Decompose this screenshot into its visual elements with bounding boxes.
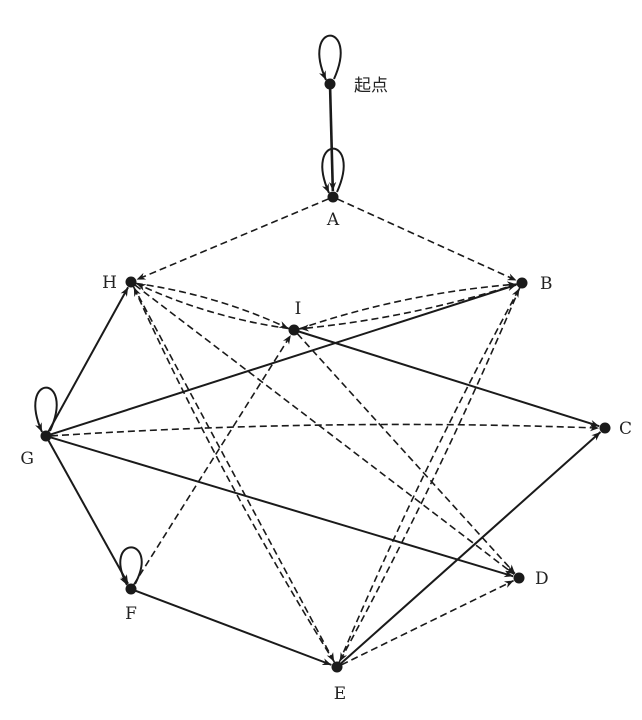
edge-H-D [134, 284, 515, 575]
node-label-H: H [102, 273, 117, 293]
node-label-G: G [20, 449, 34, 469]
node-label-F: F [125, 604, 137, 624]
edge-A-H [136, 198, 329, 281]
edge-I-C [298, 330, 600, 428]
edge-I-D [296, 333, 516, 575]
edge-F-I [132, 334, 292, 586]
edge-H-E [132, 286, 335, 663]
edge-G-F [47, 439, 129, 585]
edge-F-F [119, 546, 143, 586]
edge-E-C [340, 431, 602, 665]
edge-E-H [133, 286, 336, 664]
edge-G-G [34, 386, 58, 433]
node-B [516, 277, 528, 289]
node-E [331, 661, 343, 673]
node-label-D: D [535, 569, 549, 589]
edge-G-B [50, 283, 517, 436]
node-G [40, 430, 52, 442]
edge-I-H [136, 282, 290, 330]
edge-A-A [321, 147, 345, 194]
edge-S-A [328, 88, 337, 192]
edge-E-D [341, 579, 514, 666]
node-label-B: B [540, 274, 553, 294]
node-label-I: I [295, 299, 302, 319]
edge-B-I [299, 283, 518, 332]
edge-S-S [318, 34, 342, 81]
node-C [599, 422, 611, 434]
edge-B-E [338, 287, 521, 662]
edge-I-B [298, 281, 517, 330]
node-label-A: A [326, 210, 340, 230]
edge-G-H [47, 286, 129, 433]
node-I [288, 324, 300, 336]
node-D [513, 572, 525, 584]
node-A [327, 191, 339, 203]
node-F [125, 583, 137, 595]
node-label-C: C [619, 419, 632, 439]
edge-F-E [135, 589, 332, 666]
edge-G-D [50, 436, 514, 578]
edge-E-B [338, 288, 521, 663]
edge-A-B [337, 198, 517, 282]
node-S [324, 78, 336, 90]
edge-H-I [135, 282, 289, 330]
edge-G-C [50, 423, 600, 437]
node-H [125, 276, 137, 288]
node-label-E: E [334, 684, 346, 704]
node-label-S: 起点 [354, 76, 388, 96]
